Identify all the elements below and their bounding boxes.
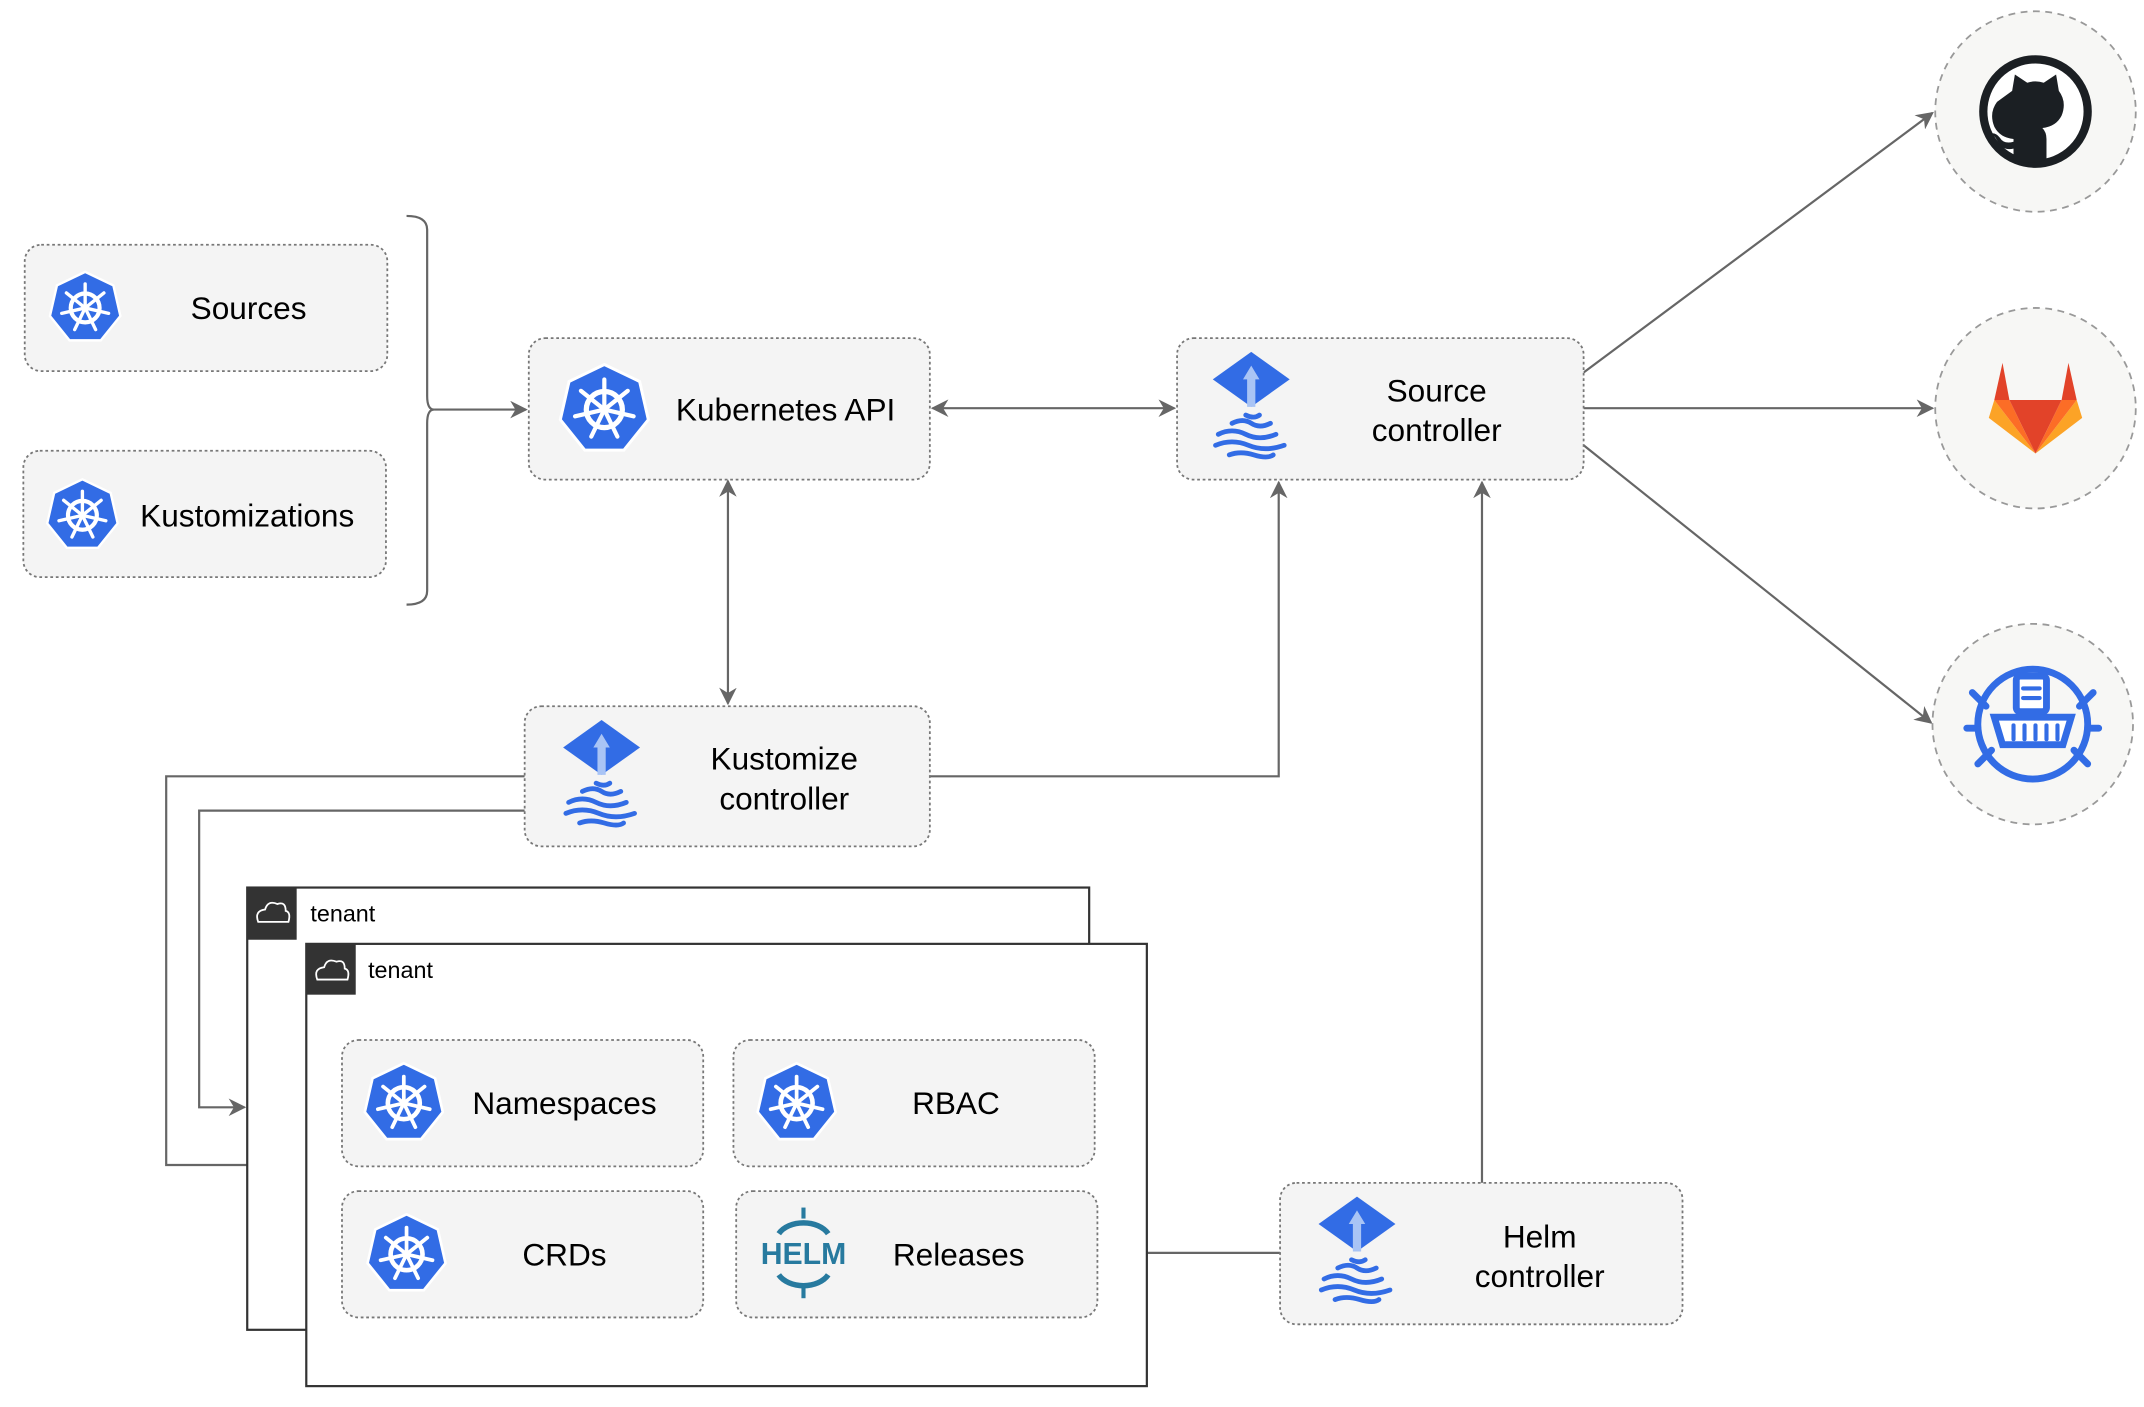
github-node[interactable]	[1934, 10, 2137, 213]
bucket-icon	[1963, 665, 2103, 783]
node-label: controller	[1475, 1258, 1605, 1294]
node-kustomizations[interactable]: Kustomizations	[22, 449, 387, 579]
edge-kustomize-to-tenant-back	[198, 809, 525, 1117]
node-label: Sources	[191, 290, 307, 326]
github-icon	[1979, 55, 2092, 168]
tenant-label: tenant	[310, 901, 375, 927]
sources-brace	[406, 214, 435, 606]
edge-kustomize-to-tenant-front	[165, 775, 525, 1174]
node-label: Releases	[893, 1236, 1025, 1272]
node-kustomize-controller[interactable]: Kustomize controller	[523, 705, 931, 848]
edge-kustomize-to-source-controller	[929, 480, 1288, 778]
edge-source-to-github	[1582, 111, 1934, 374]
cloud-icon	[256, 901, 291, 923]
node-label: Kubernetes API	[676, 392, 895, 428]
node-rbac[interactable]: RBAC	[732, 1039, 1096, 1168]
node-label: CRDs	[522, 1236, 606, 1272]
helm-icon: HELM	[761, 1207, 847, 1299]
node-label: Kustomize	[711, 740, 858, 776]
tenant-label: tenant	[368, 957, 433, 983]
node-label: Helm	[1503, 1218, 1577, 1254]
node-sources[interactable]: Sources	[23, 243, 389, 373]
node-label: controller	[1372, 412, 1502, 448]
node-label: Kustomizations	[140, 497, 354, 533]
svg-text:HELM: HELM	[761, 1238, 847, 1271]
node-helm-controller[interactable]: Helm controller	[1279, 1181, 1684, 1326]
bucket-node[interactable]	[1931, 622, 2134, 826]
edge-source-to-bucket	[1582, 444, 1933, 724]
cloud-icon	[315, 959, 350, 981]
node-label: RBAC	[912, 1085, 1000, 1121]
node-label: Source	[1387, 372, 1487, 408]
edges	[165, 111, 1935, 1262]
node-source-controller[interactable]: Source controller	[1176, 337, 1585, 481]
node-kubernetes-api[interactable]: Kubernetes API	[527, 337, 931, 481]
node-label: Namespaces	[472, 1085, 656, 1121]
node-label: controller	[719, 780, 849, 816]
node-releases[interactable]: HELM Releases	[735, 1190, 1099, 1319]
node-namespaces[interactable]: Namespaces	[341, 1039, 705, 1168]
gitlab-icon	[1988, 362, 2083, 454]
node-crds[interactable]: CRDs	[341, 1190, 705, 1319]
gitlab-node[interactable]	[1934, 307, 2137, 510]
